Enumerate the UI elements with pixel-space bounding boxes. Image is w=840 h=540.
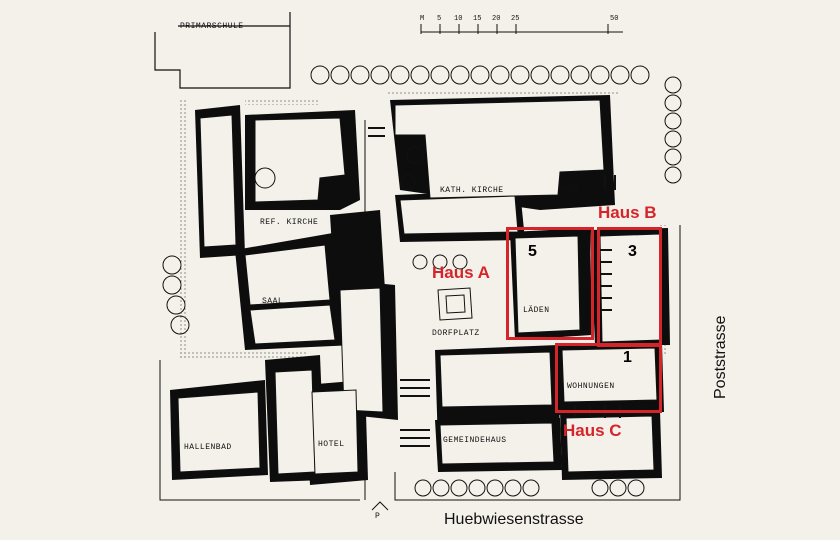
haus-b-label: Haus B xyxy=(598,203,657,222)
scale-tick-label: 5 xyxy=(437,15,442,23)
courtyard-trees xyxy=(254,146,468,270)
haus-c-number: 1 xyxy=(623,349,632,366)
scale-tick-label: 25 xyxy=(511,15,520,23)
haus-c-highlight xyxy=(555,343,662,413)
label-dorfplatz: DORFPLATZ xyxy=(432,329,480,338)
scale-tick-label: 10 xyxy=(454,15,463,23)
street-poststrasse: Poststrasse xyxy=(712,315,729,399)
label-kath-kirche: KATH. KIRCHE xyxy=(440,186,504,195)
label-hotel: HOTEL xyxy=(318,440,345,449)
roof-planes xyxy=(177,99,663,475)
label-gemeindehaus: GEMEINDEHAUS xyxy=(443,436,507,445)
label-wohnungen: WOHNUNGEN xyxy=(567,382,615,391)
scale-bar xyxy=(420,24,623,34)
label-parking: P xyxy=(375,512,381,521)
label-saal: SAAL xyxy=(262,297,284,306)
tree-row-top xyxy=(310,65,650,85)
schoolyard-outline xyxy=(154,12,291,89)
arcade-hatching xyxy=(368,127,621,447)
street-huebwiesenstrasse: Huebwiesenstrasse xyxy=(444,511,584,528)
tree-row-bottom xyxy=(414,479,645,497)
scale-tick-label: 15 xyxy=(473,15,482,23)
label-primarschule: PRIMARSCHULE xyxy=(180,22,244,31)
haus-a-number: 5 xyxy=(528,243,537,260)
scale-tick-label: 50 xyxy=(610,15,619,23)
haus-a-highlight xyxy=(506,227,594,340)
label-hallenbad: HALLENBAD xyxy=(184,443,232,452)
haus-a-label: Haus A xyxy=(432,263,490,282)
label-post: POST xyxy=(558,186,580,195)
label-ref-kirche: REF. KIRCHE xyxy=(260,218,319,227)
haus-c-label: Haus C xyxy=(563,421,622,440)
tree-row-right xyxy=(664,76,682,184)
scale-tick-label: 20 xyxy=(492,15,501,23)
label-laden: LÄDEN xyxy=(523,306,550,315)
haus-b-number: 3 xyxy=(628,243,637,260)
scale-tick-label: M xyxy=(420,15,425,23)
